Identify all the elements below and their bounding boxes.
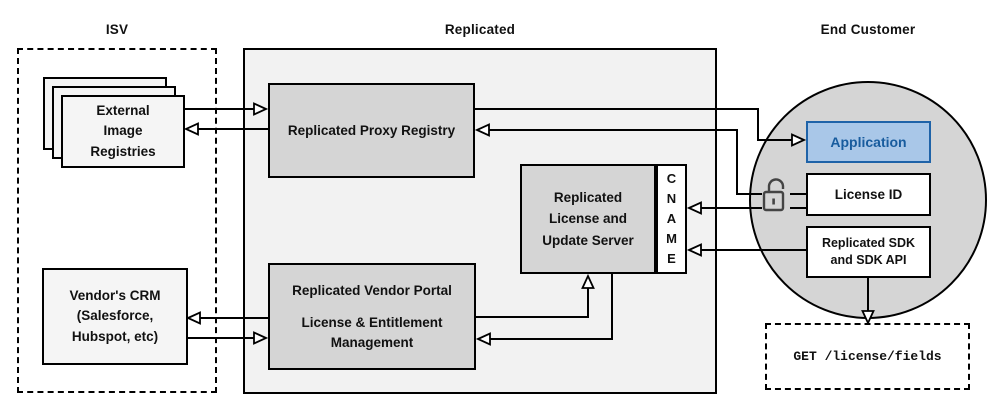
arrow-license-id-to-cname bbox=[686, 201, 806, 215]
vendor-crm-node: Vendor's CRM (Salesforce, Hubspot, etc) bbox=[42, 268, 188, 365]
replicated-vendor-portal-node: Replicated Vendor Portal License & Entit… bbox=[268, 263, 476, 370]
license-id-label: License ID bbox=[834, 186, 903, 202]
arrow-license-id-to-proxy bbox=[474, 123, 806, 195]
replicated-sdk-label: Replicated SDK and SDK API bbox=[821, 235, 916, 268]
arrow-crm-to-portal bbox=[188, 331, 269, 345]
get-license-fields-endpoint: GET /license/fields bbox=[765, 323, 970, 390]
arrow-license-server-to-portal bbox=[475, 274, 613, 346]
arrow-registries-to-proxy bbox=[185, 102, 269, 116]
replicated-lane-title: Replicated bbox=[444, 22, 516, 37]
vendor-portal-title: Replicated Vendor Portal bbox=[292, 282, 452, 298]
replicated-license-update-server-node: Replicated License and Update Server bbox=[520, 164, 656, 274]
end-customer-lane-title: End Customer bbox=[820, 22, 916, 37]
proxy-registry-label: Replicated Proxy Registry bbox=[287, 122, 456, 138]
arrow-portal-to-license-server bbox=[476, 273, 595, 318]
unlocked-padlock-icon bbox=[762, 178, 785, 212]
cname-label: C N A M E bbox=[666, 170, 677, 267]
license-server-label: Replicated License and Update Server bbox=[542, 189, 634, 248]
application-node: Application bbox=[806, 121, 931, 163]
cname-strip: C N A M E bbox=[656, 164, 687, 274]
isv-lane-title: ISV bbox=[105, 22, 129, 37]
get-license-fields-label: GET /license/fields bbox=[793, 349, 942, 364]
vendor-portal-subtitle: License & Entitlement Management bbox=[301, 315, 443, 350]
arrow-proxy-to-application bbox=[475, 108, 807, 147]
external-image-registries-label: External Image Registries bbox=[90, 103, 156, 159]
arrow-portal-to-crm bbox=[185, 311, 268, 325]
arrow-sdk-to-get-endpoint bbox=[861, 278, 875, 326]
external-image-registries-node: External Image Registries bbox=[61, 95, 185, 168]
vendor-crm-label: Vendor's CRM (Salesforce, Hubspot, etc) bbox=[69, 288, 161, 344]
application-label: Application bbox=[830, 133, 907, 150]
license-id-node: License ID bbox=[806, 173, 931, 216]
replicated-sdk-node: Replicated SDK and SDK API bbox=[806, 226, 931, 278]
replicated-proxy-registry-node: Replicated Proxy Registry bbox=[268, 83, 475, 178]
arrow-sdk-to-cname bbox=[686, 243, 806, 257]
